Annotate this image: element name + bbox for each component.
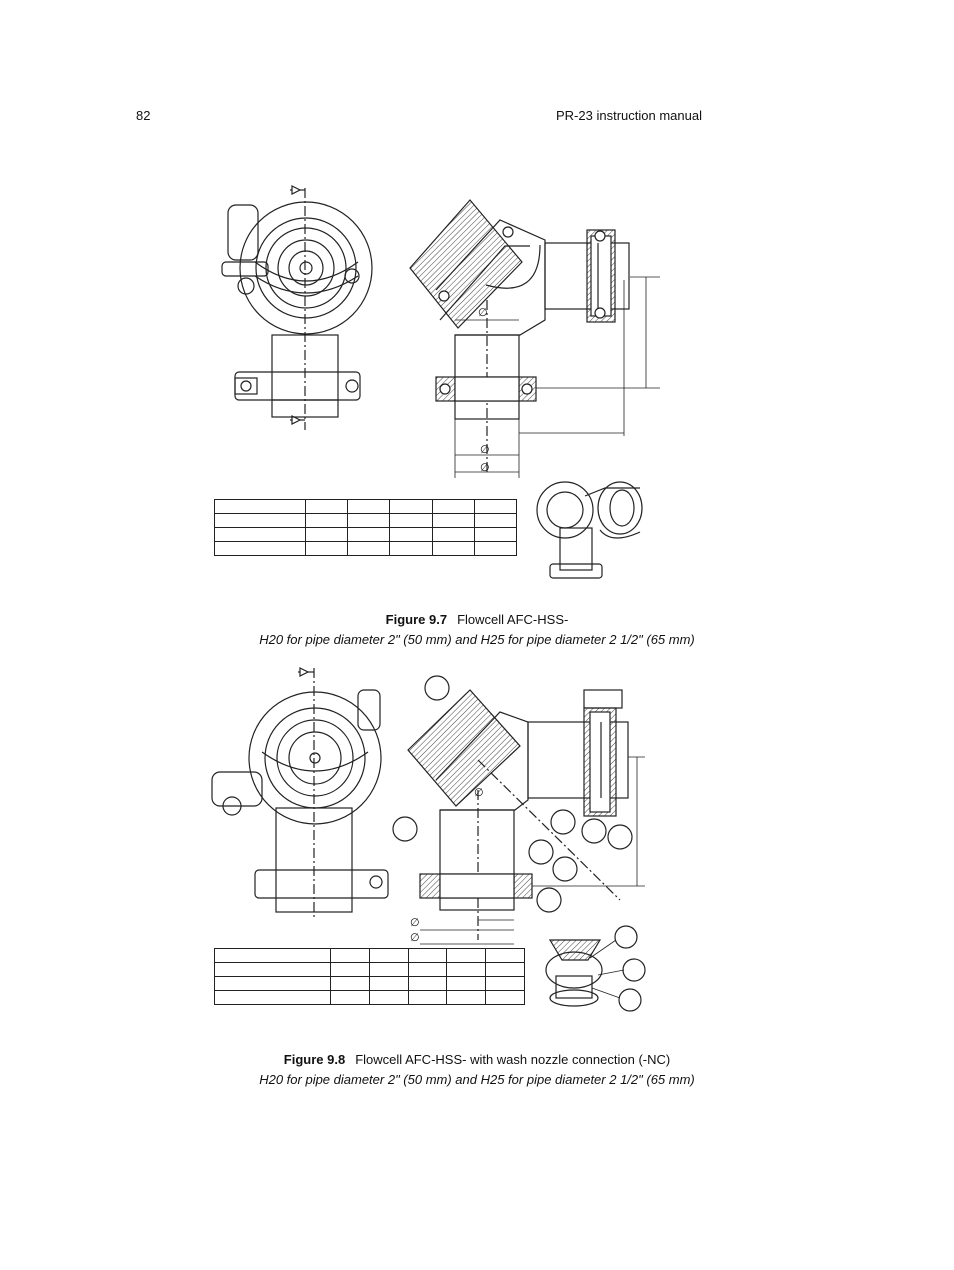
dimension-table-9-8	[214, 948, 525, 1005]
diameter-symbol: ∅	[478, 307, 488, 319]
figure-9-8-drawing	[0, 650, 954, 1030]
table-row	[214, 976, 525, 991]
diameter-symbol: ∅	[480, 462, 490, 474]
front-view	[221, 185, 373, 430]
figure-title: Flowcell AFC-HSS- with wash nozzle conne…	[355, 1052, 671, 1067]
table-row	[214, 541, 518, 556]
figure-label: Figure 9.8	[283, 1052, 346, 1067]
figure-label: Figure 9.7	[385, 612, 448, 627]
iso-view	[536, 481, 643, 579]
diameter-symbol: ∅	[474, 787, 484, 799]
diameter-symbol: ∅	[410, 932, 420, 944]
figure-caption-9-7: Figure 9.7 Flowcell AFC-HSS- H20 for pipe…	[0, 610, 954, 650]
figure-subtitle: H20 for pipe diameter 2" (50 mm) and H25…	[259, 632, 695, 647]
running-title: PR-23 instruction manual	[556, 108, 702, 123]
figure-subtitle: H20 for pipe diameter 2" (50 mm) and H25…	[259, 1072, 695, 1087]
figure-9-8-svg	[211, 667, 646, 1012]
figure-9-7-drawing	[0, 0, 954, 600]
diameter-symbol: ∅	[410, 917, 420, 929]
table-row	[214, 948, 525, 963]
table-row	[214, 962, 525, 977]
figure-9-7-svg	[221, 185, 660, 579]
page-number: 82	[136, 108, 151, 123]
figure-caption-9-8: Figure 9.8 Flowcell AFC-HSS- with wash no…	[0, 1050, 954, 1090]
table-row	[214, 499, 518, 514]
iso-view-nc	[545, 925, 646, 1012]
table-row	[214, 513, 518, 528]
dimension-table-9-7	[214, 499, 518, 556]
diameter-symbol: ∅	[480, 444, 490, 456]
section-view-nc	[392, 675, 645, 945]
table-row	[214, 990, 525, 1005]
figure-title: Flowcell AFC-HSS-	[457, 612, 569, 627]
front-view-nc	[211, 667, 389, 920]
table-row	[214, 527, 518, 542]
section-view	[409, 199, 660, 478]
